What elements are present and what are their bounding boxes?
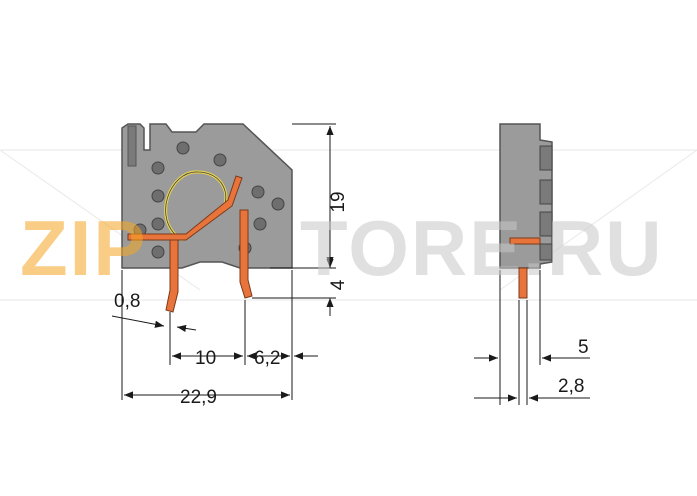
dimension-labels: 19 4 0,8 10 6,2 22,9 5 2,8 — [114, 191, 589, 408]
dim-pin-pitch: 10 — [195, 348, 216, 369]
terminal-block-side-view — [499, 123, 553, 299]
front-dimension-lines — [111, 123, 336, 400]
side-steps — [539, 145, 553, 261]
dim-overall-length: 22,9 — [180, 387, 217, 408]
watermark: ZIP TORE.RU — [20, 204, 664, 292]
solder-pin-left — [165, 239, 179, 313]
watermark-text-secondary: TORE.RU — [300, 204, 664, 292]
conductor-busbar — [127, 175, 243, 241]
dim-side-offset: 5 — [578, 337, 589, 358]
dim-side-pin: 2,8 — [558, 376, 584, 397]
side-conductor — [509, 237, 541, 245]
dim-pin-offset: 6,2 — [254, 348, 280, 369]
side-pin — [518, 267, 528, 299]
dim-height-body: 19 — [328, 191, 349, 212]
side-housing — [499, 123, 553, 269]
solder-pin-right — [239, 209, 253, 299]
dim-pin-diameter: 0,8 — [114, 291, 140, 312]
terminal-block-front-view — [121, 123, 293, 313]
dim-height-pin: 4 — [328, 279, 349, 290]
housing-slot — [127, 125, 137, 167]
watermark-text-primary: ZIP — [20, 204, 147, 292]
side-dimension-lines — [474, 270, 590, 405]
housing-holes — [133, 141, 285, 259]
housing-body — [121, 123, 293, 269]
